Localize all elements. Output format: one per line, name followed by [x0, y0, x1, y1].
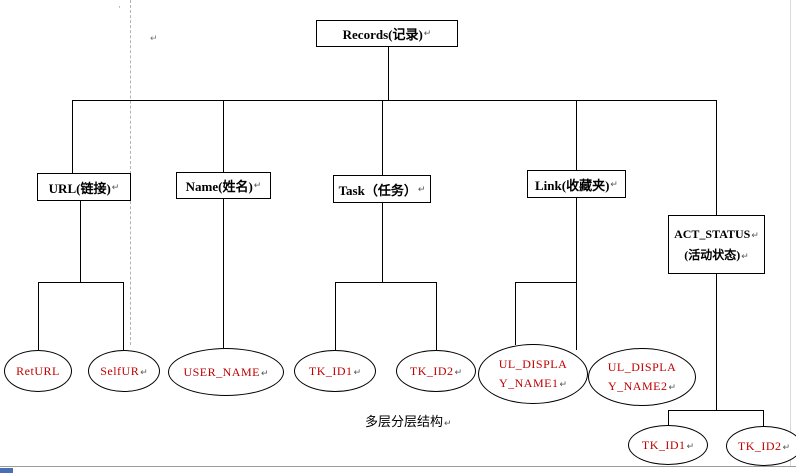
connector-drop-task: [382, 100, 383, 175]
node-url-label: URL(链接): [48, 180, 111, 196]
leaf-returl[interactable]: RetURL: [4, 350, 72, 392]
connector-link-stem: [576, 198, 577, 282]
leaf-tk-id2-act-line: TK_ID2↵: [738, 439, 790, 454]
connector-drop-tk-id1: [335, 282, 336, 350]
leaf-tk-id1-act-label: TK_ID1: [641, 437, 686, 452]
leaf-tk-id1-task-label: TK_ID1: [308, 363, 353, 378]
format-mark-icon: ↵: [751, 230, 759, 241]
node-act-status-label1: ACT_STATUS: [674, 227, 751, 242]
format-mark-icon: ↵: [423, 28, 432, 38]
connector-drop-tk-id1-act: [668, 410, 669, 425]
page-bottom-edge: [0, 466, 796, 467]
leaf-ul-display-name2-label1: UL_DISPLA: [607, 360, 677, 375]
connector-drop-name: [223, 100, 224, 172]
leaf-ul-display-name1[interactable]: UL_DISPLA Y_NAME1↵: [478, 344, 588, 404]
connector-name-stem: [223, 199, 224, 348]
connector-task-split: [335, 282, 436, 283]
connector-task-stem: [382, 203, 383, 282]
format-mark-icon: ↵: [741, 250, 749, 261]
format-mark-icon: ↵: [260, 367, 269, 378]
format-mark-icon: ↵: [668, 382, 677, 392]
format-mark-icon: ↵: [253, 180, 262, 190]
leaf-tk-id2-act[interactable]: TK_ID2↵: [726, 426, 796, 466]
connector-url-split: [38, 282, 124, 283]
format-mark-icon: ↵: [417, 183, 426, 194]
connector-drop-ul-display-name1: [515, 282, 516, 345]
leaf-tk-id1-task-line: TK_ID1↵: [309, 364, 361, 379]
node-task[interactable]: Task（任务）↵: [333, 175, 431, 203]
node-name-label: Name(姓名): [185, 179, 253, 194]
leaf-tk-id2-task-line: TK_ID2↵: [410, 364, 462, 379]
node-act-status-line1: ACT_STATUS↵: [674, 224, 759, 244]
stray-format-mark: ↵: [150, 33, 158, 43]
leaf-user-name-label: USER_NAME: [183, 364, 260, 379]
leaf-tk-id2-act-label: TK_ID2: [737, 438, 782, 453]
node-link-label: Link(收藏夹): [535, 177, 610, 193]
scrollbar-chip[interactable]: [0, 468, 13, 473]
leaf-ul-display-name2-label2: Y_NAME2: [607, 379, 668, 393]
connector-drop-selfur: [123, 282, 124, 350]
page-right-edge: [790, 0, 791, 466]
leaf-returl-label: RetURL: [16, 363, 60, 378]
node-link[interactable]: Link(收藏夹)↵: [527, 170, 626, 198]
connector-records-stem: [388, 47, 389, 100]
margin-dashed-line: [130, 0, 131, 345]
connector-act-stem: [716, 274, 717, 410]
node-name[interactable]: Name(姓名)↵: [176, 172, 271, 199]
node-act-status-line2: (活动状态)↵: [684, 245, 749, 265]
connector-link-split: [515, 282, 576, 283]
format-mark-icon: ↵: [444, 418, 452, 428]
format-mark-icon: ↵: [559, 379, 568, 389]
diagram-caption: 多层分层结构↵: [365, 411, 452, 430]
stray-format-mark: ·: [118, 2, 121, 12]
leaf-selfur-line: SelfUR↵: [100, 364, 148, 379]
format-mark-icon: ↵: [686, 440, 695, 451]
format-mark-icon: ↵: [454, 366, 463, 377]
format-mark-icon: ↵: [140, 366, 148, 377]
node-url[interactable]: URL(链接)↵: [37, 173, 131, 201]
leaf-selfur-label: SelfUR: [100, 363, 140, 378]
leaf-tk-id2-task-label: TK_ID2: [409, 363, 454, 378]
connector-level1-bus: [72, 100, 717, 101]
connector-drop-returl: [38, 282, 39, 350]
format-mark-icon: ↵: [782, 441, 791, 452]
connector-drop-tk-id2-act: [763, 410, 764, 426]
format-mark-icon: ↵: [353, 366, 362, 377]
node-records-label: Records(记录): [342, 27, 423, 42]
connector-url-stem: [80, 201, 81, 282]
leaf-user-name-line: USER_NAME↵: [183, 365, 268, 380]
leaf-tk-id1-act[interactable]: TK_ID1↵: [628, 425, 708, 465]
diagram-caption-text: 多层分层结构: [365, 414, 444, 429]
leaf-user-name[interactable]: USER_NAME↵: [168, 348, 284, 396]
node-act-status[interactable]: ACT_STATUS↵ (活动状态)↵: [668, 215, 765, 274]
connector-drop-act-status: [716, 100, 717, 215]
leaf-tk-id1-act-line: TK_ID1↵: [642, 438, 694, 453]
leaf-tk-id2-task[interactable]: TK_ID2↵: [396, 350, 476, 392]
leaf-ul-display-name1-label1: UL_DISPLA: [498, 357, 568, 372]
node-act-status-label2: (活动状态): [684, 247, 741, 262]
node-records[interactable]: Records(记录)↵: [316, 20, 458, 47]
format-mark-icon: ↵: [610, 178, 618, 189]
leaf-tk-id1-task[interactable]: TK_ID1↵: [294, 350, 376, 392]
connector-drop-ul-display-name2: [576, 282, 577, 350]
connector-drop-tk-id2: [436, 282, 437, 350]
format-mark-icon: ↵: [111, 181, 120, 192]
leaf-ul-display-name1-line2: Y_NAME1↵: [499, 374, 567, 393]
leaf-ul-display-name1-label2: Y_NAME1: [498, 376, 559, 390]
leaf-ul-display-name2[interactable]: UL_DISPLA Y_NAME2↵: [588, 348, 696, 406]
connector-drop-url: [72, 100, 73, 173]
leaf-selfur[interactable]: SelfUR↵: [88, 350, 160, 392]
connector-act-split: [668, 410, 763, 411]
node-task-label: Task（任务）: [338, 182, 417, 198]
connector-drop-link: [576, 100, 577, 170]
leaf-ul-display-name2-line2: Y_NAME2↵: [608, 377, 676, 396]
